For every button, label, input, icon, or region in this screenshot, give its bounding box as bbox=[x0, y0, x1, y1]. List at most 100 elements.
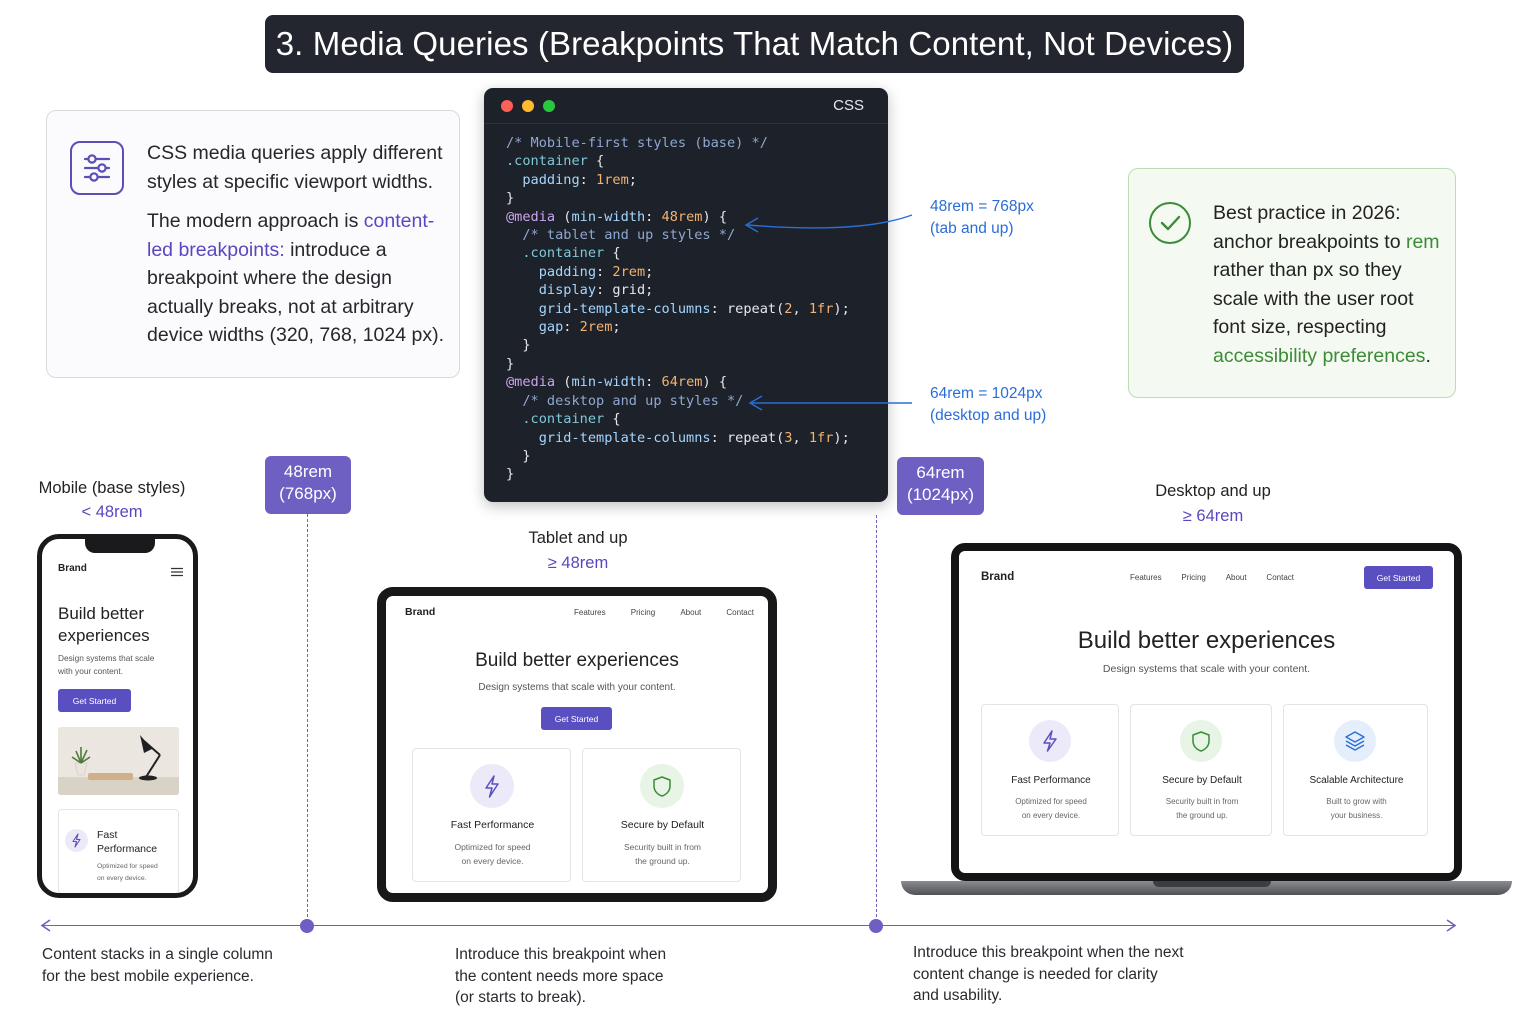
code-line: } bbox=[506, 447, 531, 464]
nav-about[interactable]: About bbox=[680, 608, 702, 617]
tablet-sub-label: ≥ 48rem bbox=[547, 554, 609, 572]
code-line: /* desktop and up styles */ bbox=[506, 392, 744, 409]
lightning-icon bbox=[1029, 720, 1071, 762]
code-line: grid-template-columns: repeat(2, 1fr); bbox=[506, 300, 850, 317]
code-line: /* Mobile-first styles (base) */ bbox=[506, 135, 768, 151]
desktop-hero-title: Build better experiences bbox=[1077, 627, 1336, 654]
lightning-icon bbox=[65, 829, 88, 852]
maximize-dot-icon bbox=[543, 100, 555, 112]
nav-features[interactable]: Features bbox=[1130, 573, 1162, 582]
breakpoint-line-48rem bbox=[307, 514, 308, 922]
get-started-button[interactable]: Get Started bbox=[1364, 566, 1433, 589]
breakpoint-badge-48rem: 48rem(768px) bbox=[265, 456, 351, 514]
desktop-nav: Features Pricing About Contact bbox=[1130, 573, 1294, 582]
timeline-marker-64rem bbox=[869, 919, 883, 933]
intro-paragraph-1: CSS media queries apply different styles… bbox=[147, 142, 443, 193]
annotation-arrows bbox=[744, 214, 913, 411]
sliders-icon bbox=[70, 141, 124, 195]
close-dot-icon bbox=[501, 100, 513, 112]
content-led-highlight: content-led breakpoints: bbox=[147, 210, 435, 261]
best-practice-text: Best practice in 2026: anchor breakpoint… bbox=[1213, 202, 1440, 367]
nav-pricing[interactable]: Pricing bbox=[1181, 573, 1206, 582]
annotation-48rem: 48rem = 768px(tab and up) bbox=[930, 198, 1034, 237]
css-code-block: /* Mobile-first styles (base) */ .contain… bbox=[506, 134, 850, 484]
feature-card-scalable: Scalable Architecture Built to grow with… bbox=[1283, 704, 1428, 836]
get-started-button[interactable]: Get Started bbox=[541, 707, 612, 730]
timeline-right-arrow-icon bbox=[1446, 919, 1457, 932]
nav-contact[interactable]: Contact bbox=[1266, 573, 1294, 582]
timeline-marker-48rem bbox=[300, 919, 314, 933]
code-line: .container { bbox=[506, 411, 621, 428]
hamburger-menu-icon[interactable] bbox=[171, 564, 183, 582]
tablet-hero-title: Build better experiences bbox=[475, 650, 679, 671]
intro-paragraph-2: The modern approach is content-led break… bbox=[147, 210, 445, 346]
code-line: .container { bbox=[506, 245, 621, 262]
nav-contact[interactable]: Contact bbox=[726, 608, 754, 617]
code-line: padding: 1rem; bbox=[506, 171, 637, 188]
best-practice-card: Best practice in 2026: anchor breakpoint… bbox=[1128, 168, 1456, 398]
desktop-device-mockup: Brand Features Pricing About Contact Get… bbox=[951, 543, 1462, 881]
brand-logo[interactable]: Brand bbox=[981, 571, 1015, 583]
code-line: padding: 2rem; bbox=[506, 263, 654, 280]
code-line: .container { bbox=[506, 153, 605, 170]
code-window-titlebar: CSS bbox=[484, 88, 888, 124]
desk-lamp-plant-image bbox=[58, 727, 179, 795]
code-line: } bbox=[506, 466, 515, 483]
code-line: @media (min-width: 48rem) { bbox=[506, 208, 728, 225]
laptop-base bbox=[901, 881, 1512, 895]
check-circle-icon bbox=[1149, 202, 1191, 244]
nav-features[interactable]: Features bbox=[574, 608, 606, 617]
lightning-icon bbox=[470, 764, 514, 808]
shield-icon bbox=[640, 764, 684, 808]
feature-card-secure: Secure by Default Security built in from… bbox=[1130, 704, 1272, 836]
brand-logo[interactable]: Brand bbox=[58, 563, 87, 574]
tablet-hero-subtitle: Design systems that scale with your cont… bbox=[478, 682, 676, 693]
code-line: } bbox=[506, 190, 515, 207]
code-line: } bbox=[506, 337, 531, 354]
laptop-hinge-notch bbox=[1153, 881, 1271, 887]
breakpoint-line-64rem bbox=[876, 515, 877, 922]
breakpoint-badge-64rem: 64rem(1024px) bbox=[897, 457, 984, 515]
nav-about[interactable]: About bbox=[1225, 573, 1247, 582]
code-line: } bbox=[506, 355, 515, 372]
code-line: @media (min-width: 64rem) { bbox=[506, 374, 728, 391]
layers-icon bbox=[1334, 720, 1376, 762]
code-line: gap: 2rem; bbox=[506, 319, 621, 336]
minimize-dot-icon bbox=[522, 100, 534, 112]
code-line: grid-template-columns: repeat(3, 1fr); bbox=[506, 429, 850, 446]
code-line: /* tablet and up styles */ bbox=[506, 227, 736, 244]
mobile-sub-label: < 48rem bbox=[81, 503, 143, 521]
code-language-label: CSS bbox=[833, 97, 864, 114]
viewport-timeline bbox=[42, 925, 1456, 926]
brand-logo[interactable]: Brand bbox=[405, 606, 436, 618]
tablet-device-mockup: Brand Features Pricing About Contact Bui… bbox=[377, 587, 777, 902]
feature-card-secure: Secure by Default Security built in from… bbox=[582, 748, 741, 882]
page-title: 3. Media Queries (Breakpoints That Match… bbox=[265, 15, 1244, 73]
desktop-sub-label: ≥ 64rem bbox=[1182, 507, 1244, 525]
annotation-64rem: 64rem = 1024px(desktop and up) bbox=[930, 385, 1047, 424]
desktop-hero-subtitle: Design systems that scale with your cont… bbox=[1102, 663, 1311, 675]
tablet-nav: Features Pricing About Contact bbox=[574, 608, 754, 617]
mobile-label: Mobile (base styles) bbox=[38, 479, 186, 497]
code-line: display: grid; bbox=[506, 282, 654, 299]
desktop-label: Desktop and up bbox=[1155, 482, 1271, 500]
shield-icon bbox=[1180, 720, 1222, 762]
code-window: CSS /* Mobile-first styles (base) */ .con… bbox=[484, 88, 888, 502]
tablet-label: Tablet and up bbox=[528, 529, 628, 547]
timeline-left-arrow-icon bbox=[40, 919, 51, 932]
get-started-button[interactable]: Get Started bbox=[58, 689, 131, 712]
nav-pricing[interactable]: Pricing bbox=[630, 608, 656, 617]
intro-card: CSS media queries apply different styles… bbox=[46, 110, 460, 378]
phone-notch bbox=[85, 539, 155, 553]
